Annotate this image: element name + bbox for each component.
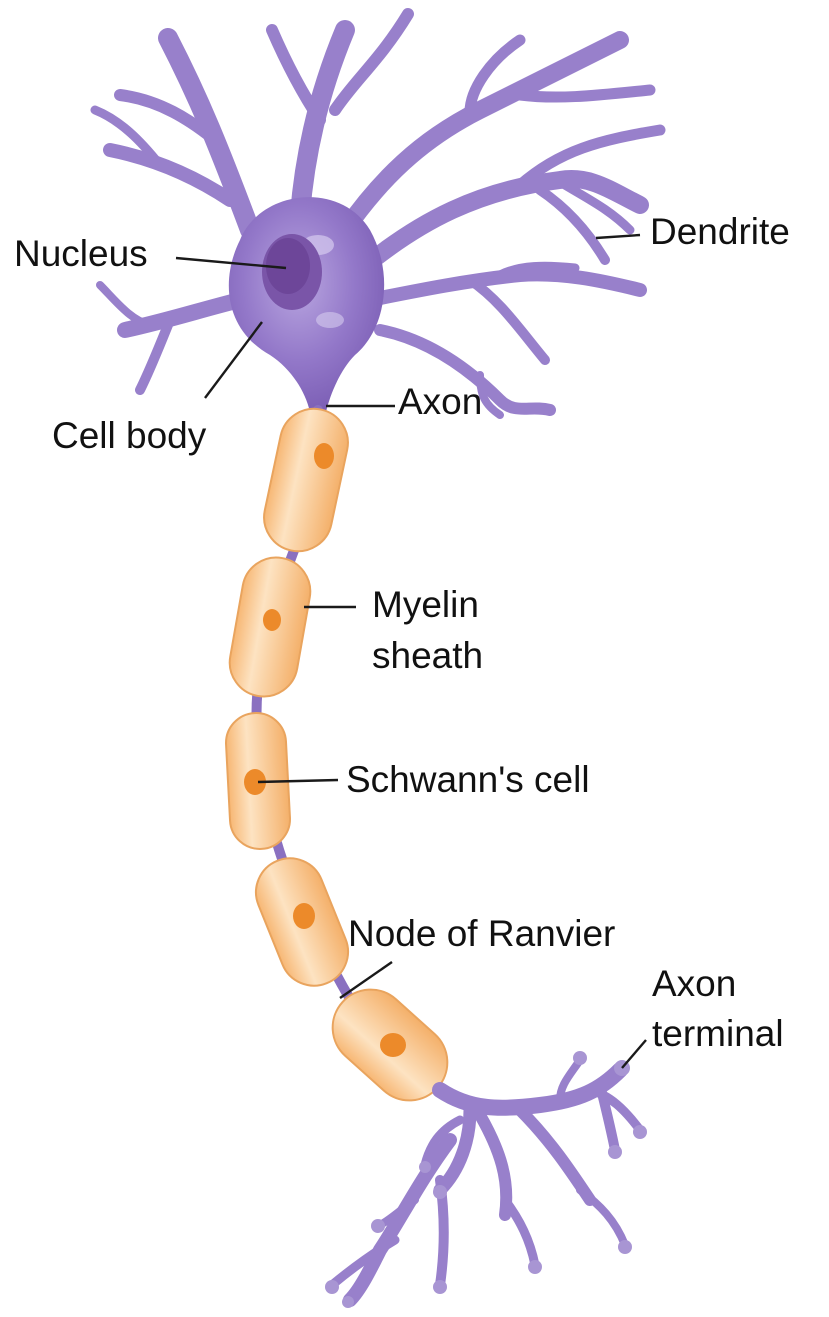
label-cell-body: Cell body <box>52 415 207 456</box>
leader-schwann <box>257 778 339 784</box>
leader-node <box>339 961 393 999</box>
label-myelin-line1: Myelin <box>372 584 479 625</box>
terminal-boutons <box>325 1051 647 1308</box>
label-axon: Axon <box>398 381 482 422</box>
leader-nucleus <box>175 256 287 270</box>
label-nucleus: Nucleus <box>14 233 148 274</box>
leader-dendrite <box>595 233 641 240</box>
label-schwann: Schwann's cell <box>346 759 590 800</box>
schwann-nuclei <box>244 443 406 1057</box>
dendrites <box>90 8 666 419</box>
leader-terminal <box>621 1039 647 1069</box>
axon-terminal <box>327 1056 645 1307</box>
label-terminal-line2: terminal <box>652 1013 784 1054</box>
nucleus <box>262 234 322 310</box>
label-myelin-line2: sheath <box>372 635 483 676</box>
label-node: Node of Ranvier <box>348 913 615 954</box>
labels: Nucleus Dendrite Cell body Axon Myelin s… <box>14 211 790 1054</box>
sheath-segment <box>263 407 349 553</box>
label-dendrite: Dendrite <box>650 211 790 252</box>
label-terminal-line1: Axon <box>652 963 736 1004</box>
leader-cell-body <box>204 321 263 399</box>
leader-lines <box>175 233 647 1069</box>
